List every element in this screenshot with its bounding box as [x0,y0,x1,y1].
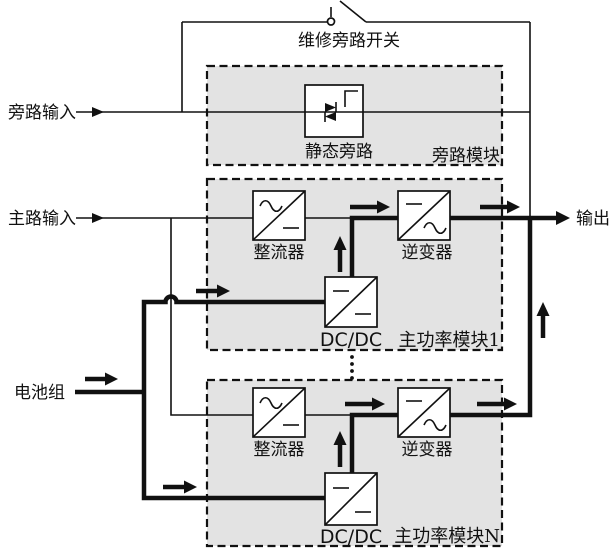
flow-arrow-battery [85,372,118,386]
diagonal [397,190,451,241]
flow-arrow-dcdc1-up [333,236,347,272]
label-output: 输出 [576,209,610,229]
diagonal [397,387,451,438]
main-input-branch-to-module-n [170,218,253,416]
dcdc-1-box [324,276,378,328]
switch-icon [326,0,367,26]
label-main-input: 主路输入 [8,209,76,229]
flow-arrow-output-n [477,397,517,411]
flow-arrow-dcdc1-input [196,284,230,298]
main-input-arrowhead [92,213,104,223]
switch-blade [339,0,367,23]
diagonal [252,387,306,438]
label-main-power-module-n: 主功率模块N [394,526,500,547]
output-arrowhead [556,211,570,225]
dcdc-1-output-bus [349,215,398,277]
label-inverter-1: 逆变器 [402,243,453,263]
label-bypass-module: 旁路模块 [432,146,500,166]
diagonal [324,472,378,526]
thyristor-icon [324,90,358,122]
bypass-input-arrowhead [92,107,104,117]
dcdc-n-box [324,472,378,526]
ellipsis-dots [350,355,354,380]
flow-arrow-bus-1 [350,200,390,214]
rectifier-n-box [252,387,306,438]
flow-arrow-riser-up [536,302,550,338]
diagonal [324,276,378,328]
inverter-n-box [397,387,451,438]
rectifier-1-box [252,190,306,241]
ac-symbol [259,396,283,410]
module-n-output-riser [450,218,533,418]
label-main-power-module-1: 主功率模块1 [399,330,500,351]
label-bypass-input: 旁路输入 [8,103,76,123]
label-battery-pack: 电池组 [14,383,65,403]
ac-symbol [423,418,447,432]
inverter-1-box [397,190,451,241]
label-static-bypass: 静态旁路 [305,142,373,162]
flow-arrow-output-1 [480,200,520,214]
label-maintenance-bypass-switch: 维修旁路开关 [298,31,400,51]
flow-arrow-dcdcn-up [333,431,347,467]
label-inverter-n: 逆变器 [402,440,453,460]
label-rectifier-n: 整流器 [254,440,305,460]
diagonal [252,190,306,241]
label-dcdc-1: DC/DC [320,329,382,351]
ac-symbol [423,221,447,235]
label-rectifier-1: 整流器 [254,243,305,263]
battery-bus-with-hop [141,294,325,501]
label-dcdc-n: DC/DC [320,526,382,548]
ac-symbol [259,199,283,213]
flow-arrow-dcdcn-input [163,480,197,494]
static-bypass-box [304,84,364,138]
dcdc-n-output-bus [349,412,398,473]
flow-arrow-bus-n [345,397,385,411]
